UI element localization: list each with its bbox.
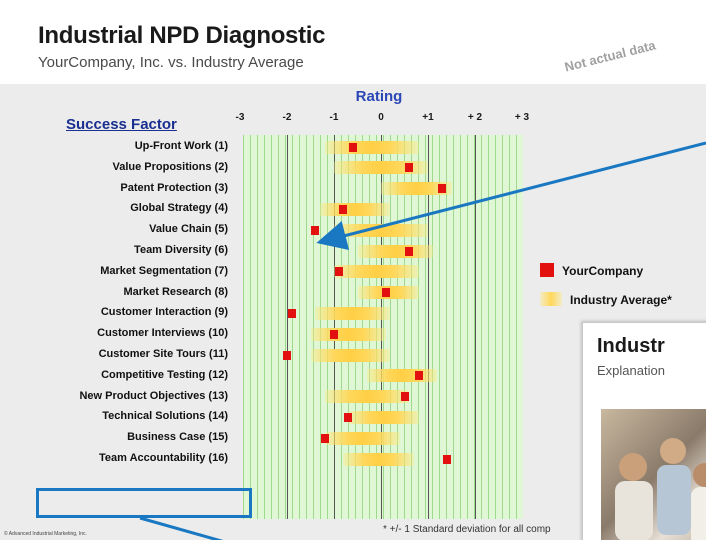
x-tick-label: -2 xyxy=(282,112,292,123)
yourcompany-marker xyxy=(339,204,348,214)
yourcompany-marker xyxy=(348,142,357,152)
x-tick-label: -1 xyxy=(329,112,339,123)
industry-average-band xyxy=(315,306,391,320)
yourcompany-marker xyxy=(405,246,414,256)
legend-yourcompany-label: YourCompany xyxy=(562,264,644,278)
major-gridline xyxy=(287,135,288,519)
yourcompany-marker xyxy=(438,184,447,194)
industry-average-band xyxy=(324,431,400,445)
slide-header: Industrial NPD Diagnostic YourCompany, I… xyxy=(0,0,706,84)
industry-average-band xyxy=(381,182,452,196)
factor-label: Patent Protection (3) xyxy=(120,181,228,194)
slide-title: Industrial NPD Diagnostic xyxy=(38,22,326,49)
industry-average-band xyxy=(334,265,419,279)
yourcompany-marker xyxy=(283,350,291,360)
yourcompany-marker xyxy=(320,433,329,443)
legend-yourcompany-swatch xyxy=(540,263,554,277)
industry-average-band xyxy=(319,202,391,216)
factor-label: Market Segmentation (7) xyxy=(100,264,228,277)
factor-label: New Product Objectives (13) xyxy=(79,389,228,402)
highlight-box-team-accountability xyxy=(36,488,252,518)
industry-average-band xyxy=(343,452,414,466)
people-photo-illustration xyxy=(615,438,706,540)
overlay-slide-thumbnail[interactable]: Industr Explanation xyxy=(582,322,706,540)
x-tick-label: + 3 xyxy=(514,112,530,123)
factor-label: Business Case (15) xyxy=(127,431,228,444)
industry-average-band xyxy=(357,244,433,258)
factor-label: Global Strategy (4) xyxy=(130,202,228,215)
x-tick-label: +1 xyxy=(422,112,434,123)
factor-label: Team Diversity (6) xyxy=(134,244,228,256)
chart-footnote: * +/- 1 Standard deviation for all comp xyxy=(383,524,551,535)
slide-subtitle: YourCompany, Inc. vs. Industry Average xyxy=(38,54,304,71)
legend-industry-swatch xyxy=(540,292,562,306)
factor-label: Customer Interaction (9) xyxy=(100,306,228,319)
factor-label: Competitive Testing (12) xyxy=(101,368,228,381)
rating-axis-label: Rating xyxy=(355,88,403,105)
copyright-text: © Advanced Industrial Marketing, Inc. xyxy=(4,531,87,537)
industry-average-band xyxy=(310,348,391,362)
industry-average-band xyxy=(348,410,419,424)
factor-label: Up-Front Work (1) xyxy=(134,140,228,152)
yourcompany-marker xyxy=(344,412,353,422)
x-tick-label: 0 xyxy=(378,112,384,123)
yourcompany-marker xyxy=(442,454,451,464)
major-gridline xyxy=(334,135,335,519)
factor-label: Value Chain (5) xyxy=(149,223,228,236)
industry-average-band xyxy=(324,390,410,404)
legend-industry-label: Industry Average* xyxy=(570,293,672,307)
callout-line-team-accountability xyxy=(139,516,224,540)
x-tick-label: -3 xyxy=(235,112,245,123)
major-gridline xyxy=(475,135,476,519)
overlay-slide-title: Industr xyxy=(597,335,665,357)
yourcompany-marker xyxy=(330,329,338,339)
yourcompany-marker xyxy=(400,392,409,402)
yourcompany-marker xyxy=(311,225,320,235)
yourcompany-marker xyxy=(405,163,414,173)
industry-average-band xyxy=(324,140,419,154)
factor-label: Technical Solutions (14) xyxy=(102,410,228,423)
factor-label: Customer Site Tours (11) xyxy=(98,348,228,360)
factor-label: Customer Interviews (10) xyxy=(97,327,228,340)
yourcompany-marker xyxy=(334,267,343,277)
factor-label: Value Propositions (2) xyxy=(112,160,228,173)
major-gridline xyxy=(381,135,382,519)
yourcompany-marker xyxy=(381,288,390,298)
major-gridline xyxy=(428,135,429,519)
industry-average-band xyxy=(334,161,428,175)
overlay-slide-subtitle: Explanation xyxy=(597,363,665,378)
factor-label: Market Research (8) xyxy=(123,285,228,298)
yourcompany-marker xyxy=(414,371,423,381)
people-photo xyxy=(601,409,706,540)
success-factor-heading: Success Factor xyxy=(66,116,177,133)
yourcompany-marker xyxy=(287,308,296,318)
factor-label: Team Accountability (16) xyxy=(99,452,228,464)
callout-arrow-value-chain xyxy=(316,141,706,251)
industry-average-band xyxy=(310,327,386,341)
x-tick-label: + 2 xyxy=(467,112,483,123)
